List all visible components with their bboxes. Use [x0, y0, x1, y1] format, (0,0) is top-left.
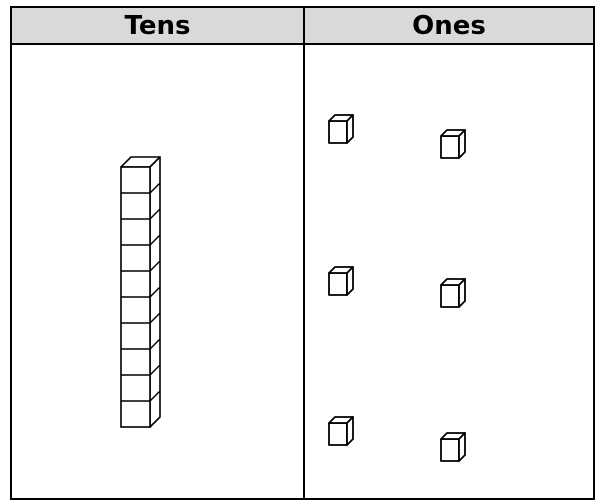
unit-cube-front [329, 273, 347, 295]
tens-header: Tens [12, 8, 305, 45]
unit-cube-side [347, 115, 353, 143]
unit-cube-icon [441, 130, 465, 158]
unit-cube-side [347, 267, 353, 295]
unit-cube-side [347, 417, 353, 445]
unit-cube-front [329, 121, 347, 143]
ones-header: Ones [305, 8, 593, 45]
unit-cube-icon [441, 433, 465, 461]
unit-cube-side [459, 433, 465, 461]
unit-cube-front [329, 423, 347, 445]
unit-cube-side [459, 130, 465, 158]
ten-rod-icon [121, 157, 160, 427]
unit-cube-front [441, 285, 459, 307]
tens-block-area [12, 45, 303, 498]
unit-cube-icon [329, 267, 353, 295]
unit-cube-front [441, 439, 459, 461]
unit-cube-front [441, 136, 459, 158]
unit-cube-icon [329, 417, 353, 445]
unit-cube-side [459, 279, 465, 307]
ones-block-area [305, 45, 593, 498]
tens-column [12, 45, 305, 498]
unit-cube-icon [441, 279, 465, 307]
unit-cube-icon [329, 115, 353, 143]
place-value-chart: Tens Ones [10, 6, 595, 500]
ones-column [305, 45, 593, 498]
